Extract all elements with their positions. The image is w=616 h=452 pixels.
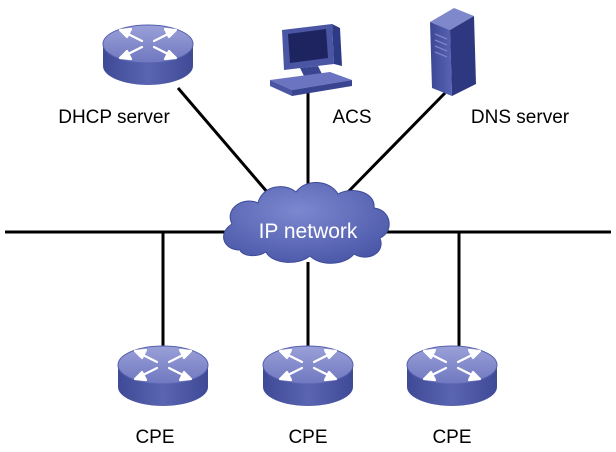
server-tower-icon[interactable] [430, 8, 476, 96]
workstation-icon[interactable] [270, 24, 352, 96]
dhcp-link [176, 87, 270, 194]
cpe-2-label: CPE [288, 427, 327, 448]
cpe-router-3[interactable] [405, 344, 499, 408]
dhcp-server-label: DHCP server [58, 107, 170, 128]
ip-network-cloud: IP network [223, 182, 390, 264]
dns-server-label: DNS server [471, 107, 570, 128]
acs-label: ACS [332, 107, 371, 128]
dns-link [345, 91, 447, 195]
cpe-3-label: CPE [432, 427, 471, 448]
cpe-1-label: CPE [135, 427, 174, 448]
cpe-router-2[interactable] [261, 344, 355, 408]
dhcp-server-router[interactable] [101, 23, 195, 87]
cpe-router-1[interactable] [116, 344, 210, 408]
cloud-label: IP network [259, 220, 358, 243]
